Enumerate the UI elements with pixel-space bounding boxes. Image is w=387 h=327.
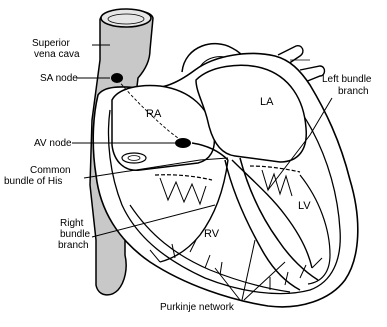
label-superior-vena-cava-1: Superior — [32, 38, 70, 49]
label-purkinje-network: Purkinje network — [160, 302, 234, 313]
chamber-label-ra: RA — [146, 108, 161, 120]
chamber-label-la: LA — [260, 96, 273, 108]
coronary-sinus-opening — [122, 153, 146, 163]
av-node — [175, 138, 191, 148]
label-superior-vena-cava-2: vena cava — [34, 49, 80, 60]
sa-node — [111, 73, 123, 83]
chamber-label-lv: LV — [298, 200, 311, 212]
chamber-label-rv: RV — [204, 228, 219, 240]
label-av-node: AV node — [34, 138, 72, 149]
label-left-bundle-2: branch — [338, 86, 369, 97]
label-right-bundle-1: Right — [60, 218, 83, 229]
label-left-bundle-1: Left bundle — [322, 74, 372, 85]
label-common-bundle-2: bundle of His — [4, 176, 62, 187]
label-common-bundle-1: Common — [30, 165, 71, 176]
label-sa-node: SA node — [40, 73, 78, 84]
label-right-bundle-2: bundle — [60, 229, 90, 240]
label-right-bundle-3: branch — [58, 240, 89, 251]
